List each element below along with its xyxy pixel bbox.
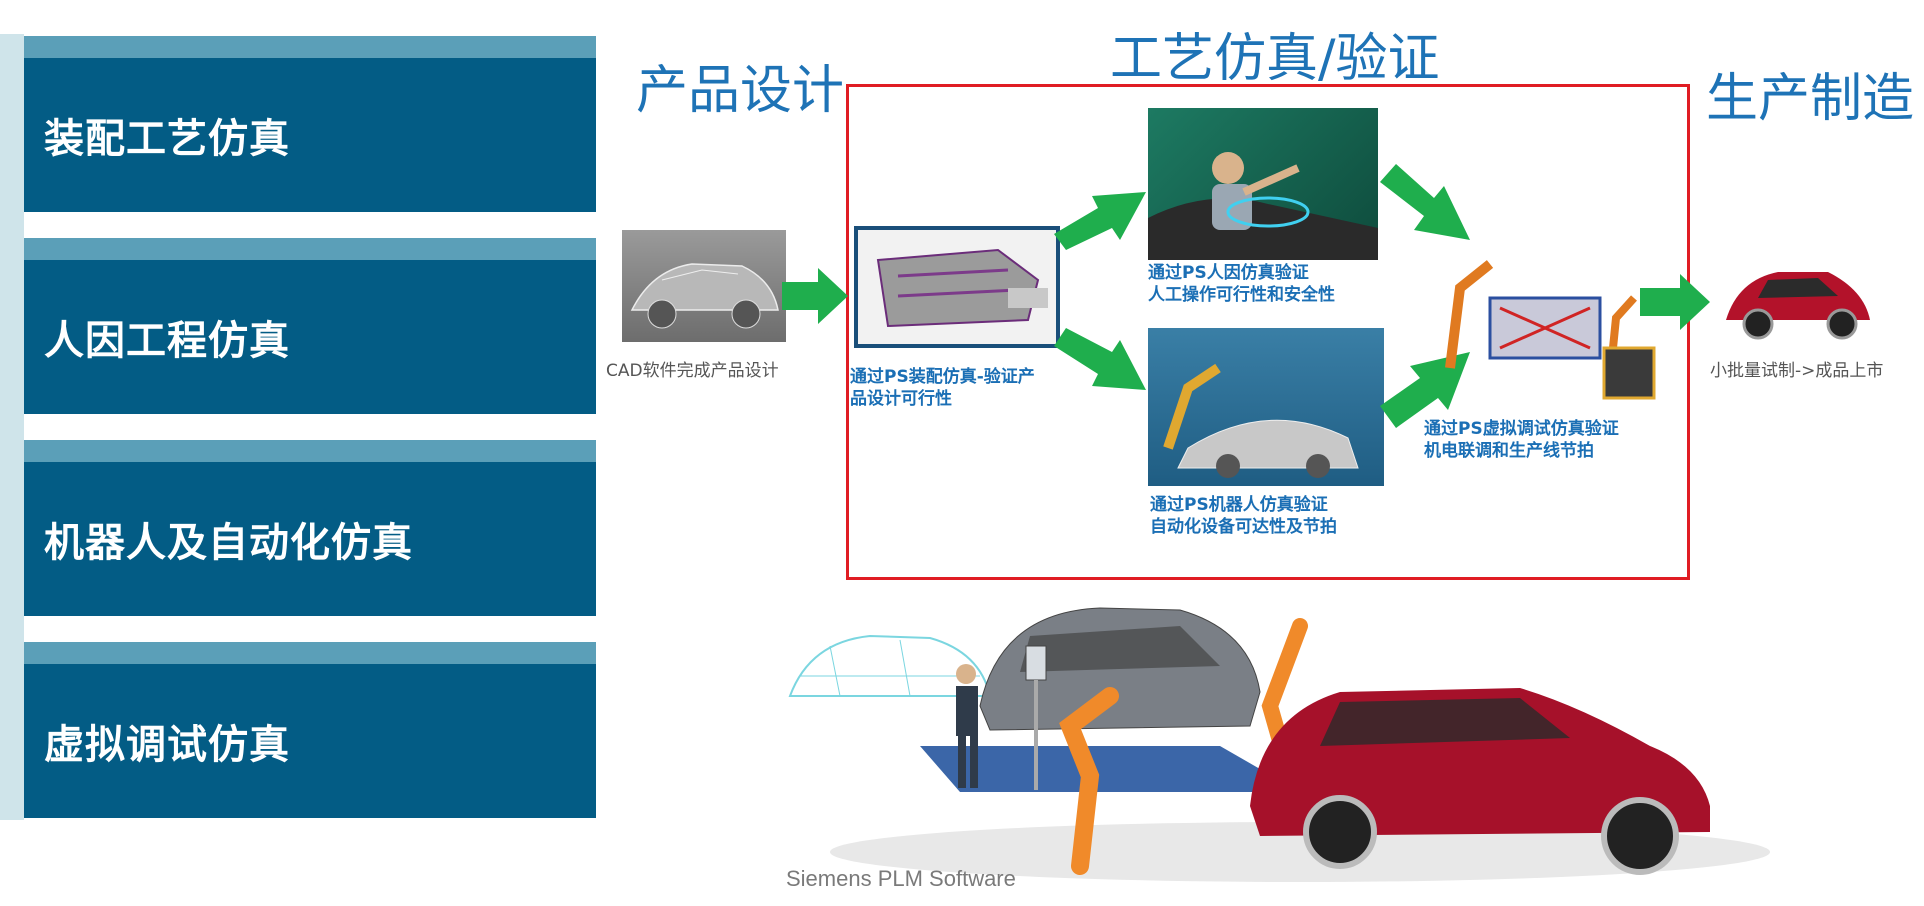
ergonomics-caption-line: 通过PS人因仿真验证 — [1148, 263, 1309, 283]
arrow-right-icon — [782, 268, 848, 324]
robot-caption-line: 自动化设备可达性及节拍 — [1150, 517, 1337, 537]
left-accent-strip — [0, 34, 24, 820]
robot-caption-line: 通过PS机器人仿真验证 — [1150, 495, 1328, 515]
arrow-up-right-icon — [1380, 352, 1470, 428]
commissioning-caption-line: 机电联调和生产线节拍 — [1424, 441, 1594, 461]
menu-item-label: 人因工程仿真 — [44, 318, 290, 364]
cad-caption: CAD软件完成产品设计 — [606, 361, 779, 381]
commissioning-caption: 通过PS虚拟调试仿真验证 机电联调和生产线节拍 — [1424, 418, 1619, 462]
menu-item-cap — [24, 440, 596, 462]
menu-item-label: 装配工艺仿真 — [44, 116, 290, 162]
menu-item-assembly-simulation[interactable]: 装配工艺仿真 — [24, 36, 596, 212]
menu-item-body: 机器人及自动化仿真 — [24, 462, 596, 616]
ergonomics-simulation-image — [1148, 108, 1378, 260]
menu-item-ergonomics-simulation[interactable]: 人因工程仿真 — [24, 238, 596, 414]
finished-car-image — [1718, 250, 1876, 350]
ergonomics-caption-line: 人工操作可行性和安全性 — [1148, 285, 1335, 305]
menu-item-body: 装配工艺仿真 — [24, 58, 596, 212]
stage-title-process: 工艺仿真/验证 — [1110, 29, 1440, 89]
production-line-illustration — [780, 596, 1780, 888]
arrow-down-right-icon — [1054, 328, 1146, 390]
menu-item-label: 机器人及自动化仿真 — [44, 520, 413, 566]
menu-item-cap — [24, 238, 596, 260]
menu-item-label: 虚拟调试仿真 — [44, 722, 290, 768]
menu-item-body: 虚拟调试仿真 — [24, 664, 596, 818]
process-frame — [846, 84, 1690, 580]
assembly-caption-line: 品设计可行性 — [850, 389, 952, 409]
footer-brand: Siemens PLM Software — [786, 866, 1016, 891]
menu-item-virtual-commissioning[interactable]: 虚拟调试仿真 — [24, 642, 596, 818]
launch-caption: 小批量试制->成品上市 — [1710, 361, 1884, 381]
stage-title-production: 生产制造 — [1706, 69, 1915, 129]
robot-simulation-image — [1148, 328, 1384, 486]
menu-item-cap — [24, 36, 596, 58]
arrow-down-right-icon — [1380, 164, 1470, 240]
assembly-caption: 通过PS装配仿真-验证产 品设计可行性 — [850, 366, 1035, 410]
arrow-up-right-icon — [1054, 192, 1146, 250]
robot-caption: 通过PS机器人仿真验证 自动化设备可达性及节拍 — [1150, 494, 1337, 538]
assembly-caption-line: 通过PS装配仿真-验证产 — [850, 367, 1035, 387]
commissioning-caption-line: 通过PS虚拟调试仿真验证 — [1424, 419, 1619, 439]
menu-item-cap — [24, 642, 596, 664]
cad-model-image — [622, 230, 786, 342]
assembly-simulation-image — [854, 226, 1060, 348]
arrow-right-icon — [1640, 274, 1710, 330]
ergonomics-caption: 通过PS人因仿真验证 人工操作可行性和安全性 — [1148, 262, 1335, 306]
menu-item-robotics-simulation[interactable]: 机器人及自动化仿真 — [24, 440, 596, 616]
menu-item-body: 人因工程仿真 — [24, 260, 596, 414]
stage-title-design: 产品设计 — [636, 61, 845, 121]
commissioning-simulation-image — [1420, 228, 1664, 406]
